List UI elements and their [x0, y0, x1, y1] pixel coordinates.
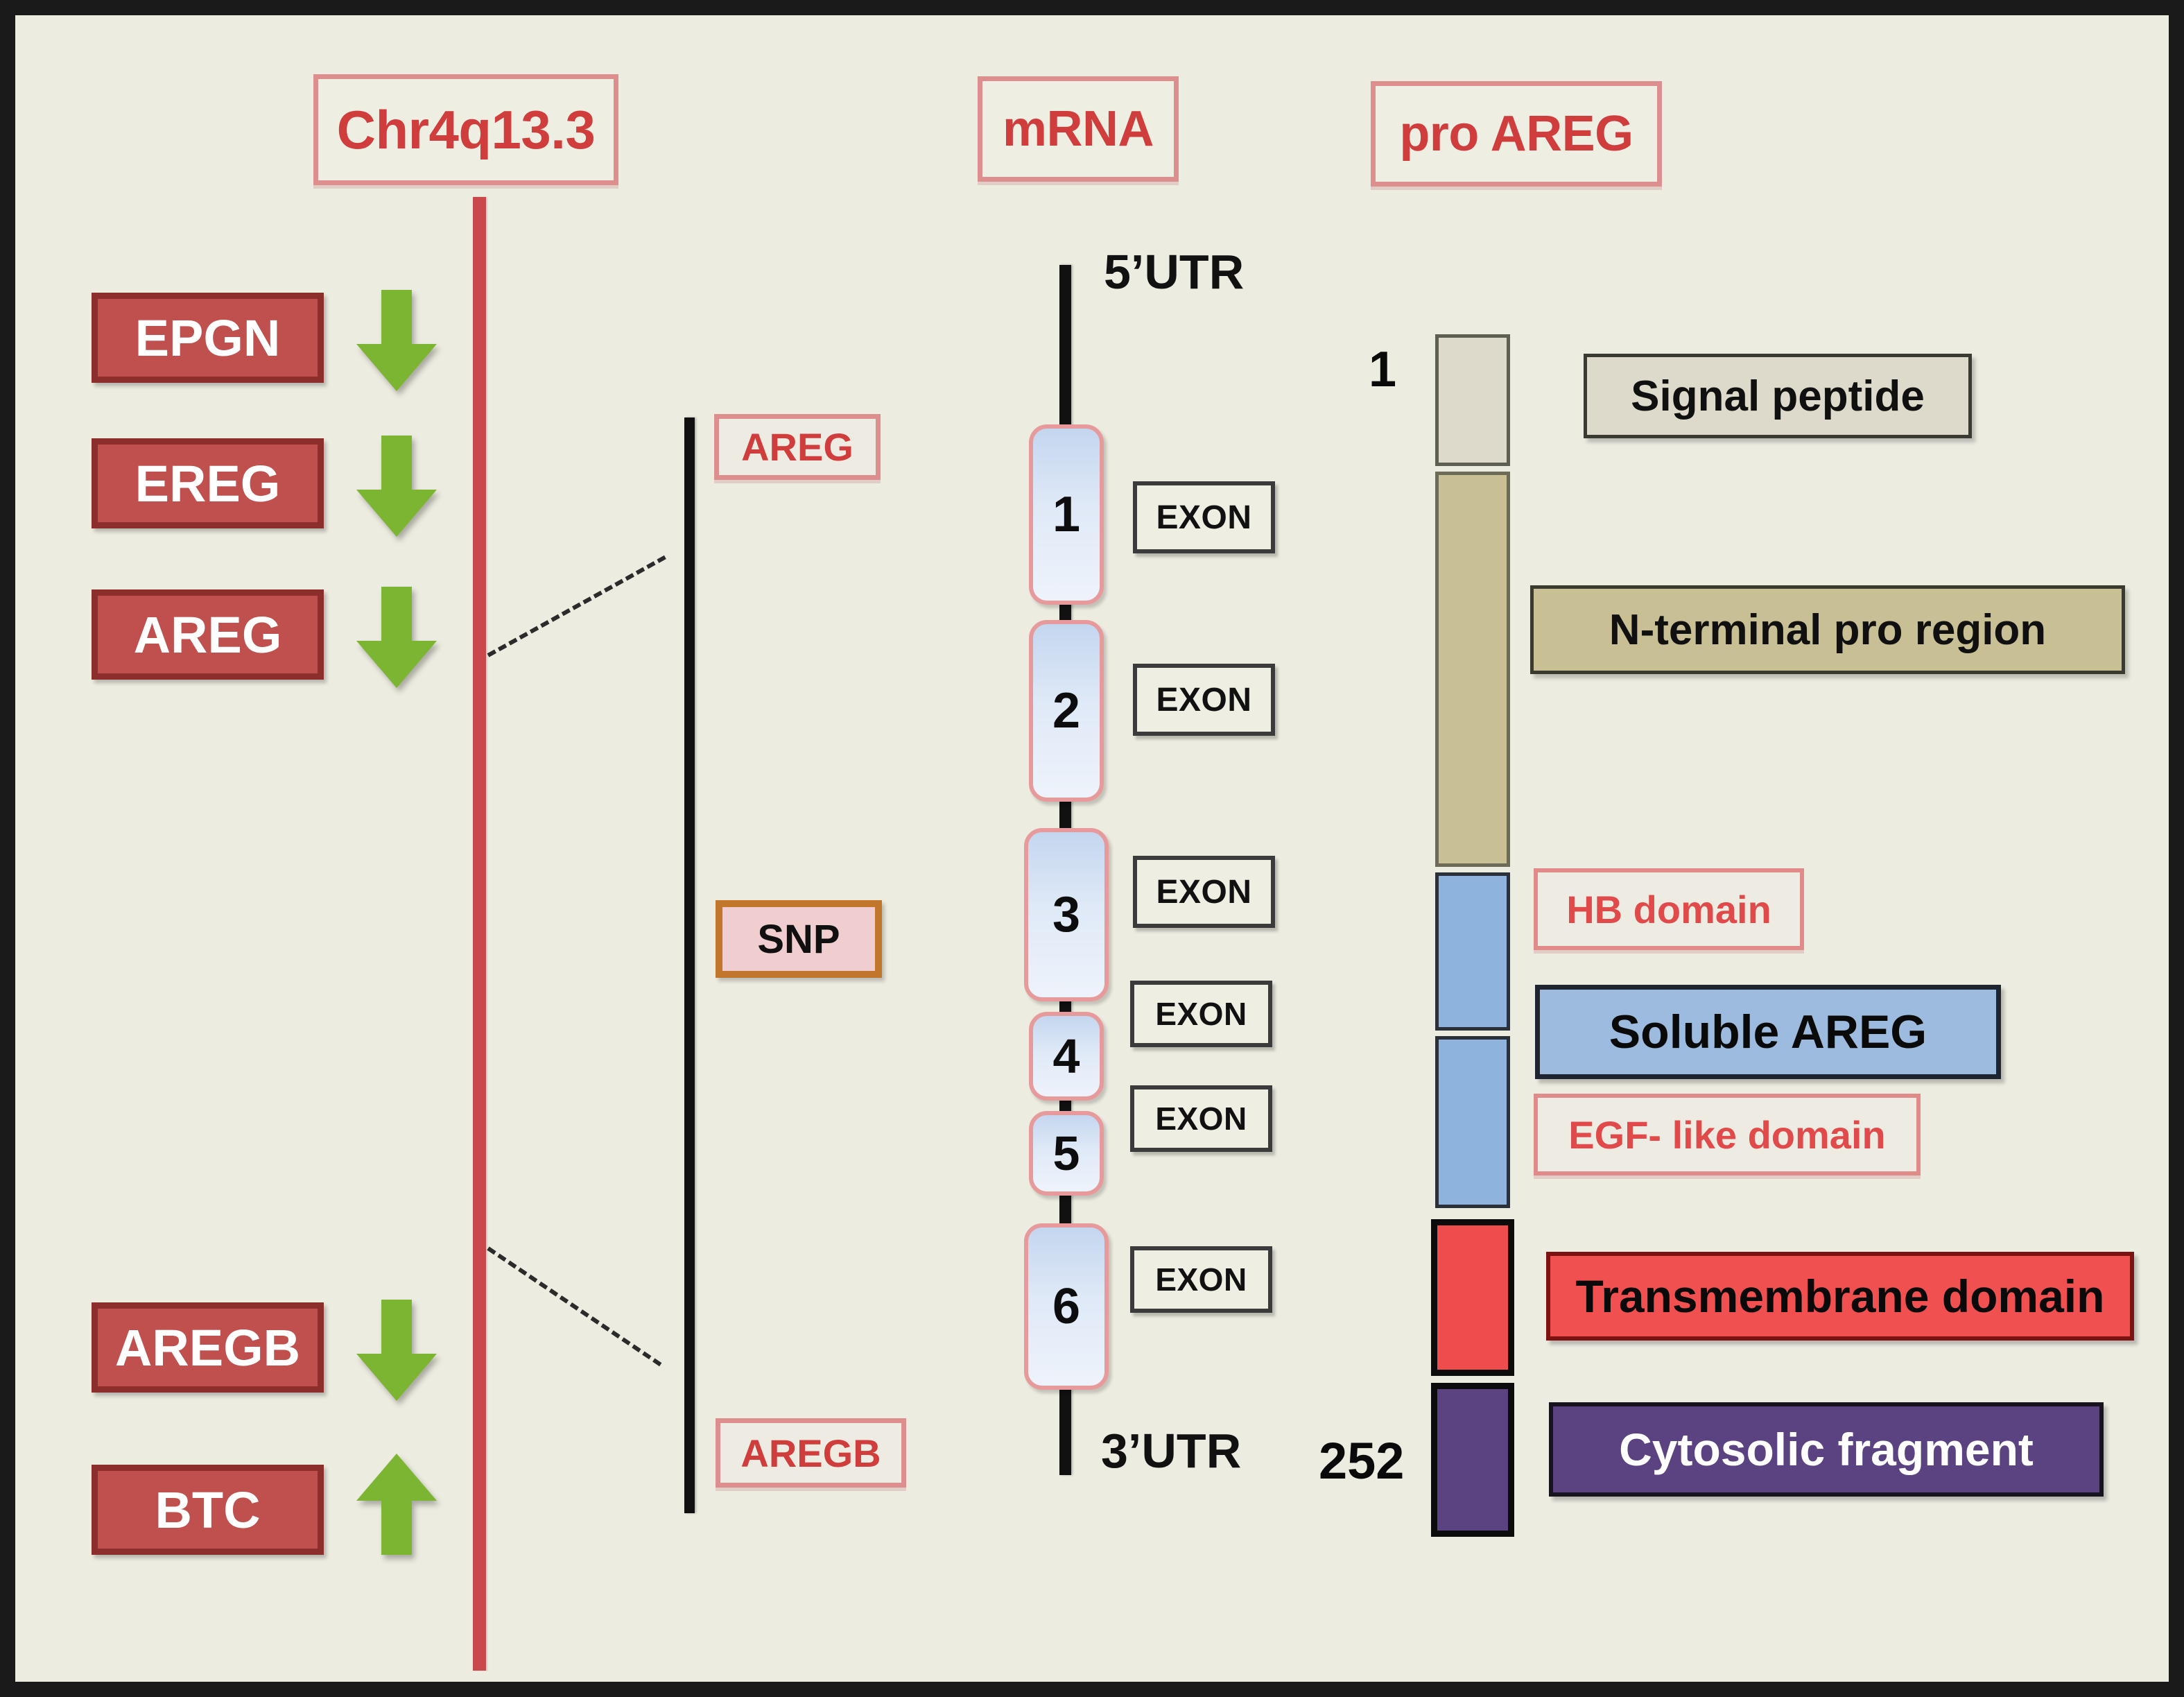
domain-label-signal-peptide: Signal peptide	[1584, 354, 1972, 438]
snp-label: SNP	[757, 916, 840, 962]
exon-tag-2: EXON	[1133, 664, 1275, 736]
label-5utr: 5’UTR	[1104, 244, 1244, 300]
domain-label-cytosolic-text: Cytosolic fragment	[1619, 1424, 2034, 1475]
gene-tag-aregb: AREGB	[716, 1418, 906, 1488]
exon-number-4: 4	[1052, 1029, 1080, 1083]
exon-number-2: 2	[1052, 683, 1081, 739]
label-5utr-text: 5’UTR	[1104, 245, 1245, 299]
protein-end-position-text: 252	[1319, 1432, 1405, 1490]
exon-tag-4: EXON	[1130, 981, 1272, 1047]
header-protein: pro AREG	[1371, 81, 1662, 187]
gene-box-btc[interactable]: BTC	[92, 1465, 324, 1555]
down-arrow-icon-ereg	[356, 436, 437, 537]
down-arrow-icon-areg	[356, 587, 437, 688]
exon-capsule-4[interactable]: 4	[1029, 1012, 1104, 1101]
gene-box-epgn-label: EPGN	[135, 309, 281, 367]
protein-segment-transmembrane[interactable]	[1431, 1219, 1514, 1376]
exon-capsule-1[interactable]: 1	[1029, 424, 1104, 605]
exon-tag-5-label: EXON	[1155, 1101, 1247, 1137]
gene-tag-aregb-label: AREGB	[740, 1431, 881, 1475]
protein-segment-hb-domain[interactable]	[1435, 872, 1510, 1031]
gene-box-areg[interactable]: AREG	[92, 589, 324, 680]
exon-capsule-2[interactable]: 2	[1029, 620, 1104, 802]
header-chromosome: Chr4q13.3	[313, 74, 618, 185]
exon-tag-3: EXON	[1133, 856, 1275, 928]
down-arrow-icon-epgn	[356, 290, 437, 391]
protein-segment-signal-peptide[interactable]	[1435, 334, 1510, 466]
domain-label-soluble-areg: Soluble AREG	[1535, 985, 2001, 1079]
domain-label-hb-domain: HB domain	[1534, 868, 1804, 950]
protein-segment-cytosolic[interactable]	[1431, 1383, 1514, 1537]
domain-label-signal-peptide-text: Signal peptide	[1631, 372, 1925, 420]
domain-label-transmembrane-text: Transmembrane domain	[1575, 1270, 2105, 1322]
gene-box-ereg-label: EREG	[135, 454, 281, 512]
exon-tag-6-label: EXON	[1155, 1261, 1247, 1298]
domain-label-transmembrane: Transmembrane domain	[1546, 1252, 2134, 1341]
label-3utr-text: 3’UTR	[1101, 1424, 1242, 1478]
header-mrna: mRNA	[978, 76, 1179, 182]
domain-label-n-terminal-text: N-terminal pro region	[1609, 605, 2047, 654]
gene-box-aregb-label: AREGB	[114, 1318, 301, 1377]
protein-start-position-text: 1	[1369, 342, 1397, 397]
gene-box-btc-label: BTC	[155, 1481, 261, 1539]
exon-tag-1: EXON	[1133, 481, 1275, 553]
domain-label-hb-domain-text: HB domain	[1566, 887, 1771, 931]
exon-tag-5: EXON	[1130, 1085, 1272, 1152]
gene-locus-line	[684, 417, 695, 1513]
gene-tag-areg: AREG	[714, 414, 881, 480]
up-arrow-icon-btc	[356, 1454, 437, 1555]
exon-number-3: 3	[1052, 887, 1081, 942]
header-mrna-label: mRNA	[1002, 101, 1154, 157]
connector-dashed-top	[487, 555, 666, 657]
gene-box-ereg[interactable]: EREG	[92, 438, 324, 528]
down-arrow-icon-aregb	[356, 1300, 437, 1401]
exon-tag-3-label: EXON	[1156, 873, 1252, 911]
exon-tag-6: EXON	[1130, 1246, 1272, 1313]
exon-tag-4-label: EXON	[1155, 996, 1247, 1032]
header-protein-label: pro AREG	[1399, 106, 1633, 162]
domain-label-n-terminal: N-terminal pro region	[1530, 585, 2125, 674]
exon-capsule-5[interactable]: 5	[1029, 1111, 1104, 1196]
snp-box[interactable]: SNP	[716, 900, 882, 978]
chromosome-line	[473, 197, 486, 1671]
domain-label-soluble-areg-text: Soluble AREG	[1609, 1006, 1927, 1058]
domain-label-egf-domain: EGF- like domain	[1534, 1094, 1921, 1175]
gene-box-epgn[interactable]: EPGN	[92, 293, 324, 383]
exon-tag-2-label: EXON	[1156, 681, 1252, 718]
exon-capsule-6[interactable]: 6	[1024, 1223, 1109, 1390]
exon-number-5: 5	[1052, 1126, 1080, 1180]
protein-end-position: 252	[1319, 1431, 1404, 1490]
exon-tag-1-label: EXON	[1156, 499, 1252, 536]
exon-number-1: 1	[1052, 487, 1081, 542]
label-3utr: 3’UTR	[1101, 1423, 1241, 1479]
exon-capsule-3[interactable]: 3	[1024, 828, 1109, 1001]
protein-start-position: 1	[1369, 341, 1396, 398]
protein-segment-egf-domain[interactable]	[1435, 1036, 1510, 1208]
gene-box-aregb[interactable]: AREGB	[92, 1302, 324, 1393]
protein-segment-n-terminal[interactable]	[1435, 472, 1510, 867]
gene-box-areg-label: AREG	[133, 605, 282, 664]
connector-dashed-bottom	[487, 1246, 662, 1367]
exon-number-6: 6	[1052, 1279, 1081, 1334]
domain-label-egf-domain-text: EGF- like domain	[1568, 1112, 1886, 1157]
gene-tag-areg-label: AREG	[741, 425, 853, 469]
header-chromosome-label: Chr4q13.3	[336, 98, 596, 160]
domain-label-cytosolic: Cytosolic fragment	[1549, 1402, 2104, 1497]
